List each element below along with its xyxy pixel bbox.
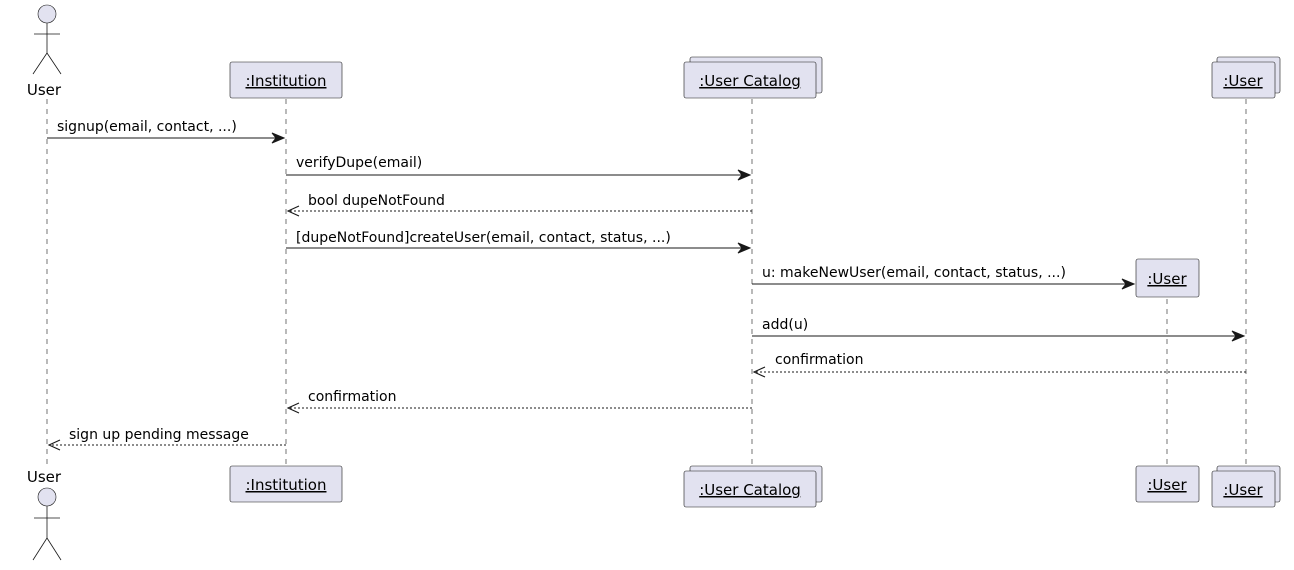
arrowhead-icon (1231, 330, 1246, 342)
message-add-u-label: add(u) (762, 317, 808, 333)
open-arrowhead-icon (286, 205, 300, 217)
message-confirmation-catalog-label: confirmation (775, 352, 864, 368)
actor-head (37, 487, 57, 507)
participant-user-created-bottom: :User (1135, 465, 1200, 503)
message-confirmation-catalog: confirmation (752, 352, 1246, 378)
arrowhead-icon (271, 132, 286, 144)
open-arrowhead-icon (47, 439, 61, 451)
actor-user-label-top: User (27, 81, 62, 99)
participant-user-catalog-label-bottom: :User Catalog (699, 481, 801, 499)
participant-user-collection-top: :User (1211, 56, 1281, 99)
actor-head (37, 4, 57, 24)
message-verify-dupe-label: verifyDupe(email) (296, 155, 422, 171)
arrowhead-icon (737, 242, 752, 254)
message-dupe-not-found-label: bool dupeNotFound (308, 193, 445, 209)
arrowhead-icon (1121, 278, 1136, 290)
participant-user-created: :User (1135, 258, 1200, 298)
open-arrowhead-icon (752, 366, 766, 378)
participant-user-collection-label-bottom: :User (1223, 481, 1263, 499)
message-confirmation-institution: confirmation (286, 389, 752, 414)
participant-institution-bottom: :Institution (229, 465, 343, 503)
actor-user-label-bottom: User (27, 468, 62, 486)
participant-user-collection-label-top: :User (1223, 72, 1263, 90)
participant-user-created-label: :User (1147, 270, 1187, 288)
open-arrowhead-icon (286, 402, 300, 414)
message-make-new-user: u: makeNewUser(email, contact, status, .… (752, 265, 1136, 290)
message-add-u: add(u) (752, 317, 1246, 342)
message-signup-label: signup(email, contact, ...) (57, 119, 237, 135)
participant-user-catalog-bottom: :User Catalog (683, 465, 823, 508)
message-make-new-user-label: u: makeNewUser(email, contact, status, .… (762, 265, 1066, 281)
arrowhead-icon (737, 169, 752, 181)
participant-institution-top: :Institution (229, 61, 343, 99)
actor-user-bottom: User (27, 468, 62, 561)
message-create-user-label: [dupeNotFound]createUser(email, contact,… (296, 230, 671, 246)
message-create-user: [dupeNotFound]createUser(email, contact,… (286, 230, 752, 254)
actor-user-top: User (27, 4, 62, 99)
message-sign-up-pending: sign up pending message (47, 427, 286, 451)
message-sign-up-pending-label: sign up pending message (69, 427, 249, 443)
participant-institution-label-top: :Institution (246, 72, 327, 90)
participant-user-collection-bottom: :User (1211, 465, 1281, 508)
participant-institution-label-bottom: :Institution (246, 476, 327, 494)
message-signup: signup(email, contact, ...) (47, 119, 286, 144)
participant-user-catalog-label-top: :User Catalog (699, 72, 801, 90)
message-verify-dupe: verifyDupe(email) (286, 155, 752, 181)
participant-user-created-label-bottom: :User (1147, 476, 1187, 494)
message-confirmation-institution-label: confirmation (308, 389, 397, 405)
participant-user-catalog-top: :User Catalog (683, 56, 823, 99)
message-dupe-not-found-return: bool dupeNotFound (286, 193, 752, 217)
